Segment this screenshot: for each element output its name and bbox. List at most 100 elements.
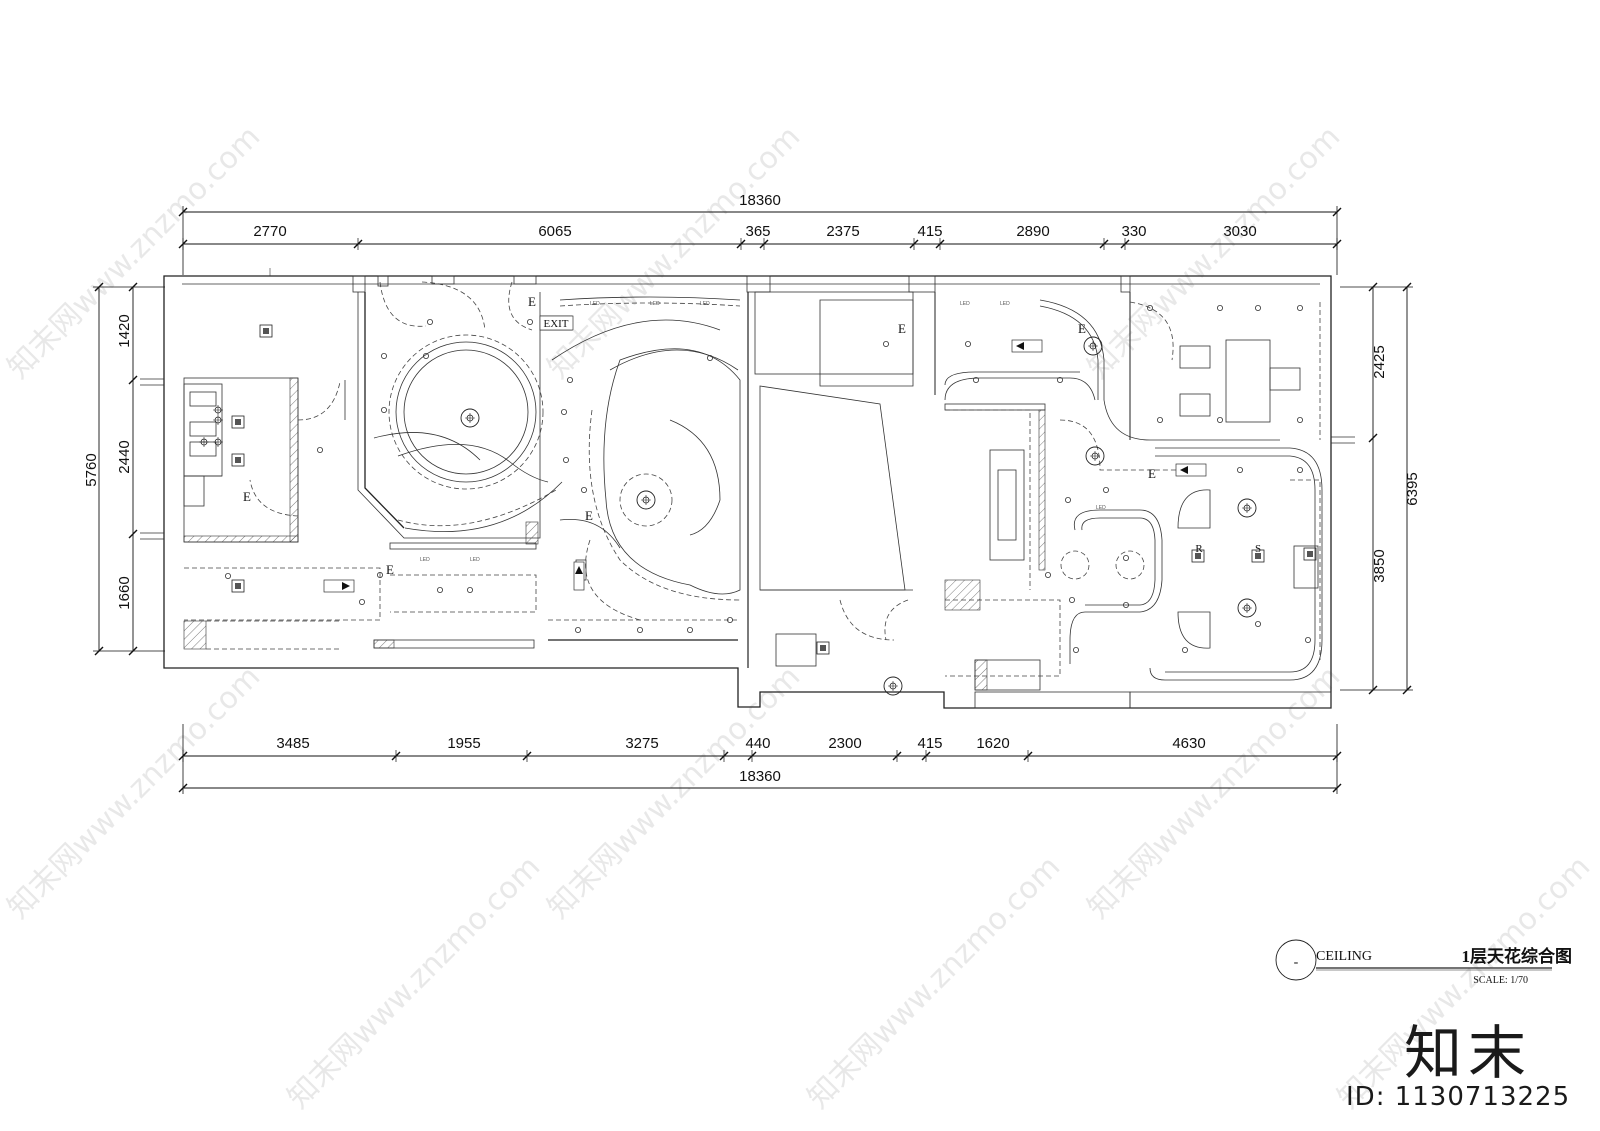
emergency-light-label: E [1078, 321, 1086, 336]
spot-light-icon [380, 406, 387, 413]
spot-light-icon [883, 340, 890, 347]
spot-light-icon [567, 376, 574, 383]
spot-light-icon [1069, 597, 1076, 604]
watermark: 知末网www.znzmo.com [541, 119, 807, 385]
spot-light-icon [358, 599, 365, 606]
dimension-right-seg: 2425 [1371, 345, 1388, 378]
dimension-right-total: 6395 [1404, 472, 1421, 505]
square-light-core [1195, 553, 1201, 559]
pendant-light-icon [1083, 336, 1103, 356]
dimension-bottom: 3485 1955 3275 440 2300 415 1620 4630 18… [178, 724, 1342, 794]
downlight-cross [888, 681, 898, 691]
spot-light-icon [581, 486, 588, 493]
square-light-icon [1251, 549, 1265, 563]
watermark: 知末网www.znzmo.com [1, 119, 267, 385]
emergency-light-label: E [898, 321, 906, 336]
title-block: - CEILING 1层天花综合图 SCALE: 1/70 [1275, 939, 1572, 986]
square-light-icon [1191, 549, 1205, 563]
zone-right-center [934, 292, 1280, 691]
square-light-core [235, 457, 241, 463]
spot-light-icon [1255, 304, 1262, 311]
dimension-left-seg: 1420 [116, 314, 133, 347]
dimension-top-total: 18360 [739, 192, 781, 209]
dimension-bottom-seg: 3275 [625, 735, 658, 752]
square-light-icon [1303, 547, 1317, 561]
zone-lounge [357, 275, 573, 649]
spot-light-icon [224, 573, 231, 580]
emergency-light-label: E [585, 508, 593, 523]
watermark: 知末网www.znzmo.com [801, 849, 1067, 1115]
dimension-top-seg: 2890 [1016, 223, 1049, 240]
spot-light-icon [1237, 466, 1244, 473]
spot-light-icon [1065, 496, 1072, 503]
square-light-core [820, 645, 826, 651]
led-strip-label: LED [420, 557, 430, 563]
pendant-light-icon [1237, 598, 1257, 618]
dimension-top: 18360 2770 6065 365 2375 415 2890 330 30… [178, 192, 1342, 275]
spot-light-icon [1297, 416, 1304, 423]
spot-light-icon [707, 354, 714, 361]
led-strip-label: LED [700, 301, 710, 307]
led-strip-label: LED [470, 557, 480, 563]
downlight-cross [1242, 603, 1252, 613]
dimension-bottom-seg: 2300 [828, 735, 861, 752]
downlight-cross [213, 415, 223, 425]
section-symbol [1275, 939, 1317, 981]
square-light-icon [259, 324, 273, 338]
dimension-bottom-total: 18360 [739, 768, 781, 785]
dimension-bottom-seg: 3485 [276, 735, 309, 752]
spot-light-icon [426, 318, 433, 325]
dimension-top-seg: 330 [1121, 223, 1146, 240]
downlight-cross [213, 405, 223, 415]
emergency-light-label: E [243, 489, 251, 504]
dimension-bottom-seg: 1955 [447, 735, 480, 752]
dimension-top-seg: 6065 [538, 223, 571, 240]
downlight-cross [641, 495, 651, 505]
downlight-cross [213, 437, 223, 447]
spot-light-icon [1255, 621, 1262, 628]
pendant-light-icon [460, 408, 480, 428]
dimension-left: 5760 1420 2440 1660 [83, 282, 165, 656]
square-light-icon [231, 579, 245, 593]
downlight-cross [199, 437, 209, 447]
spot-light-icon [1147, 304, 1154, 311]
r-marker-label: R [1195, 543, 1203, 555]
led-strip-label: LED [960, 301, 970, 307]
zone-center-corridor [747, 291, 944, 693]
spot-light-icon [1297, 466, 1304, 473]
emergency-light-label: E [528, 294, 536, 309]
pendant-light-icon [883, 676, 903, 696]
downlight-cross [1090, 451, 1100, 461]
spot-light-icon [1057, 376, 1064, 383]
brand-id: ID: 1130713225 [1346, 1082, 1571, 1112]
led-strip-label: LED [650, 301, 660, 307]
square-light-core [263, 328, 269, 334]
pendant-light-icon [636, 490, 656, 510]
square-light-icon [816, 641, 830, 655]
spot-light-icon [561, 408, 568, 415]
spot-light-icon [1297, 304, 1304, 311]
spot-light-icon [965, 340, 972, 347]
downlight-cross [465, 413, 475, 423]
dimension-left-total: 5760 [83, 453, 100, 486]
s-marker-label: S [1255, 543, 1261, 555]
spot-light-icon [380, 352, 387, 359]
spot-light-icon [973, 376, 980, 383]
spot-light-icon [1157, 416, 1164, 423]
dimension-bottom-seg: 4630 [1172, 735, 1205, 752]
spot-light-icon [422, 352, 429, 359]
watermark: 知末网www.znzmo.com [1081, 659, 1347, 925]
spot-light-icon [637, 627, 644, 634]
spot-light-icon [316, 446, 323, 453]
drawing-scale: SCALE: 1/70 [1473, 975, 1528, 986]
dimension-top-seg: 3030 [1223, 223, 1256, 240]
zone-left-room [183, 268, 381, 650]
zone-oval-room [548, 296, 741, 641]
watermark-layer: 知末网www.znzmo.com 知末网www.znzmo.com 知末网www… [1, 119, 1597, 1115]
square-light-core [1307, 551, 1313, 557]
dimension-top-seg: 2770 [253, 223, 286, 240]
spot-light-icon [1073, 647, 1080, 654]
watermark: 知末网www.znzmo.com [281, 849, 547, 1115]
watermark: 知末网www.znzmo.com [1, 659, 267, 925]
dimension-left-seg: 1660 [116, 576, 133, 609]
